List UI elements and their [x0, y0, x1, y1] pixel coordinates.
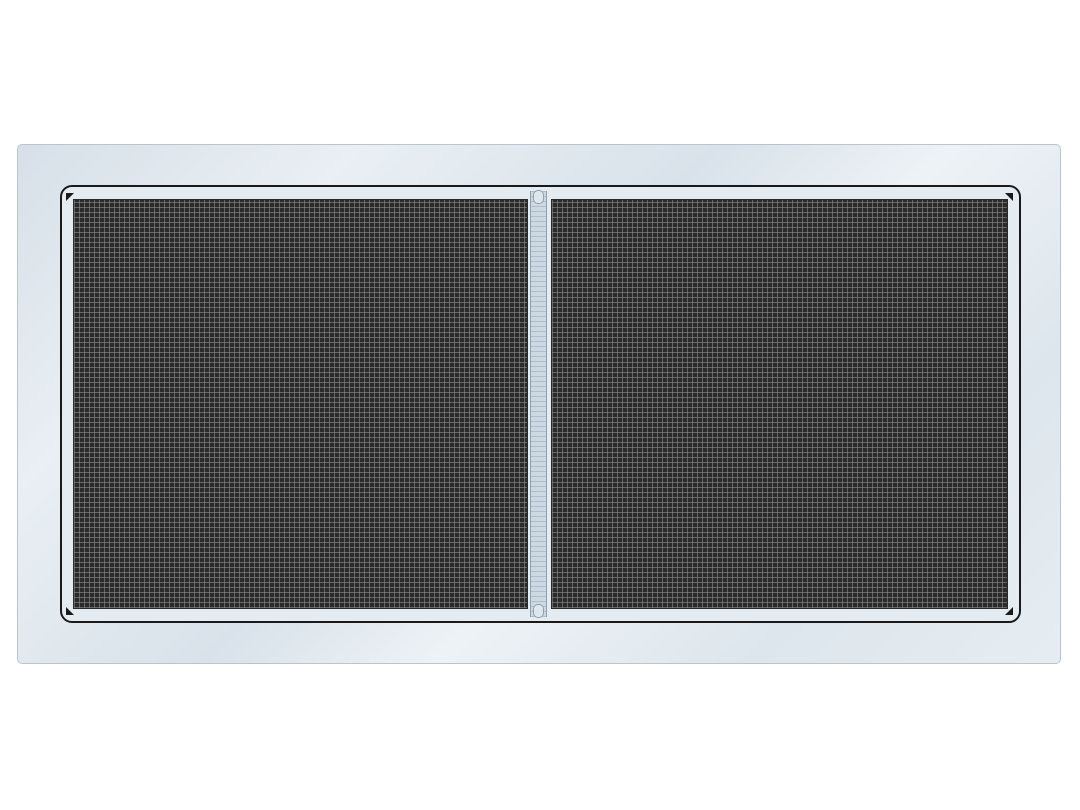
- mesh-panel-right[interactable]: [551, 199, 1008, 609]
- corner-clip-icon: [66, 193, 74, 201]
- corner-clip-icon: [1005, 607, 1013, 615]
- center-divider-bar[interactable]: [530, 191, 547, 617]
- mesh-panel-left[interactable]: [73, 199, 528, 609]
- corner-clip-icon: [66, 607, 74, 615]
- corner-clip-icon: [1005, 193, 1013, 201]
- divider-top-cap: [533, 190, 544, 204]
- divider-bottom-cap: [533, 604, 544, 618]
